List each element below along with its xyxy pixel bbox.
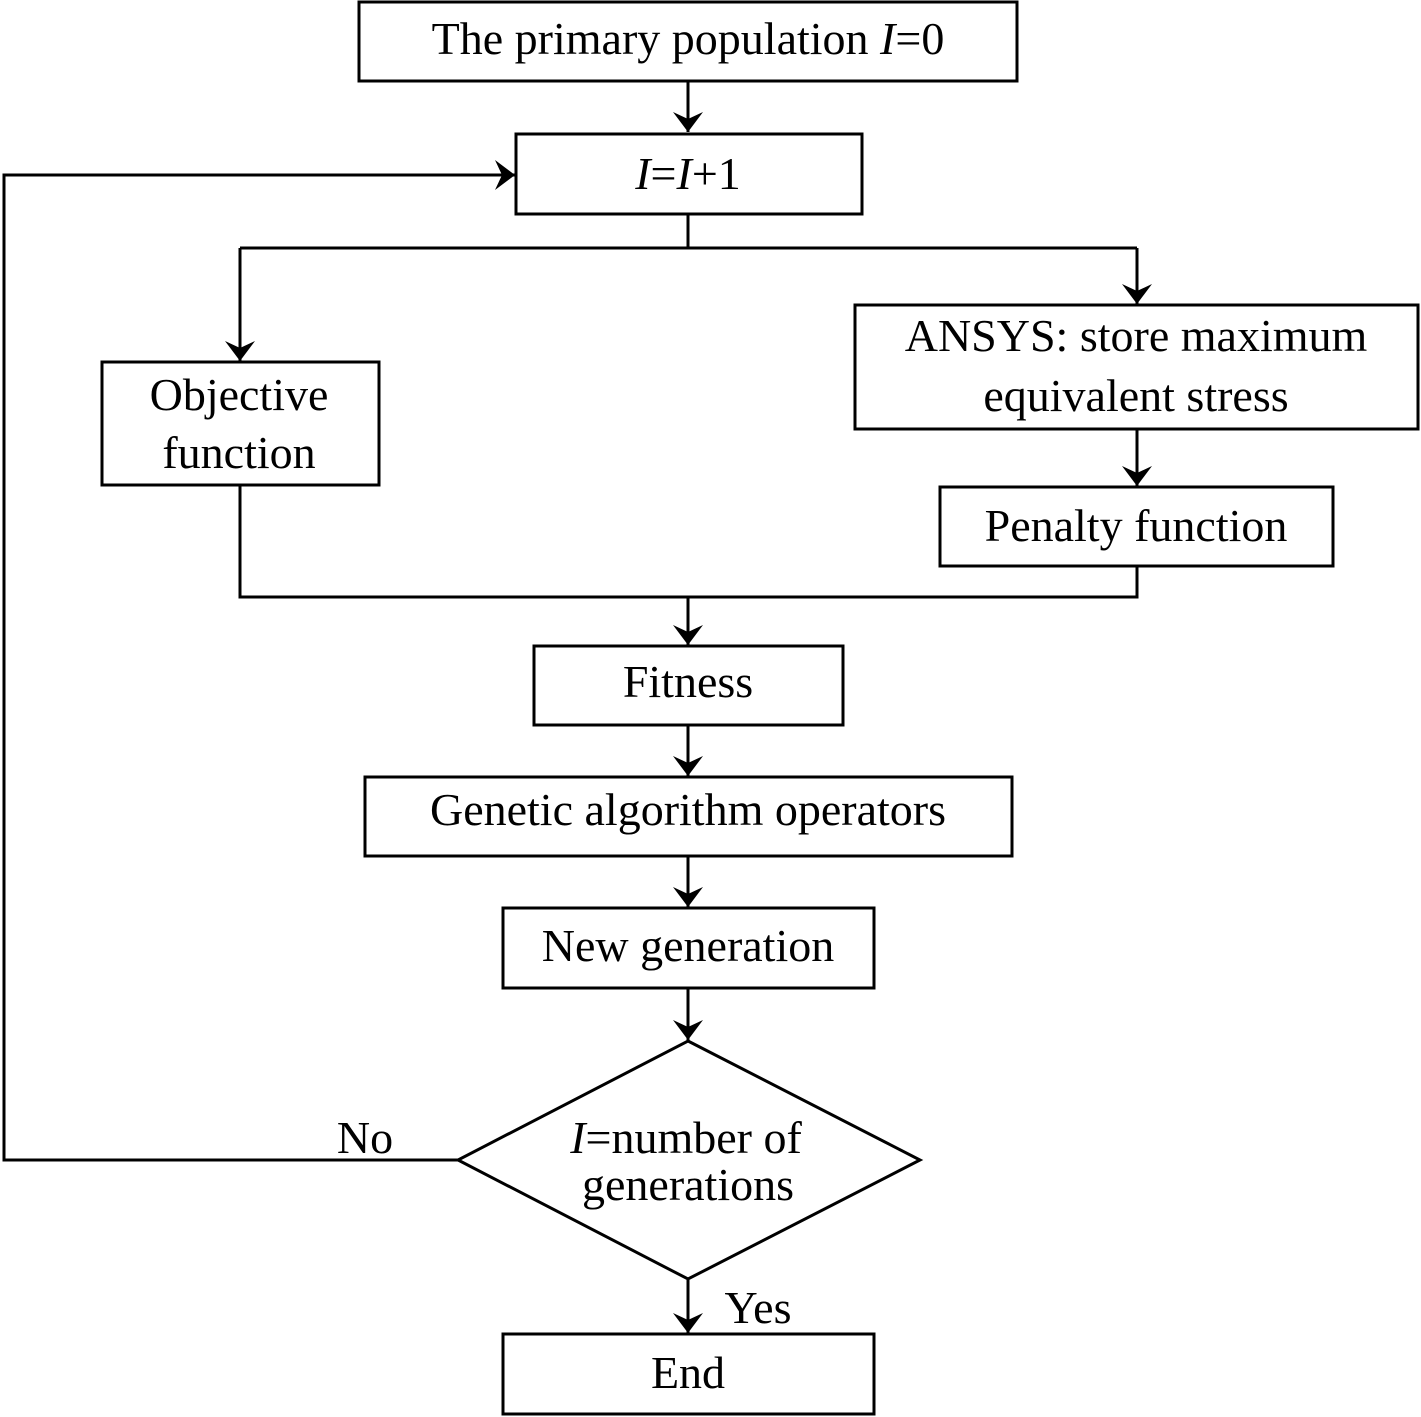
decision-line2: generations (582, 1159, 794, 1210)
merge-line-left (238, 486, 688, 599)
ga-operators-label: Genetic algorithm operators (430, 784, 946, 835)
primary-population-box (357, 0, 1019, 83)
penalty-function-label: Penalty function (985, 500, 1288, 551)
loop-back-line (2, 160, 515, 1162)
fitness-box (532, 644, 845, 727)
ansys-line2: equivalent stress (983, 370, 1288, 421)
new-generation-label: New generation (542, 920, 835, 971)
increment-box (514, 132, 864, 216)
ansys-box (853, 303, 1420, 431)
new-generation-box (501, 906, 876, 990)
decision-diamond (454, 1039, 924, 1281)
ansys-line1: ANSYS: store maximum (905, 310, 1368, 361)
fitness-label: Fitness (623, 656, 753, 707)
connectors (2, 82, 1152, 1333)
merge-line-right (688, 567, 1139, 599)
yes-label: Yes (725, 1282, 792, 1333)
end-label: End (651, 1347, 725, 1398)
objective-function-line2: function (162, 427, 315, 478)
end-box (501, 1332, 876, 1416)
objective-function-box (100, 360, 381, 487)
split-line (240, 215, 690, 250)
objective-function-line1: Objective (150, 369, 329, 420)
no-label: No (337, 1112, 393, 1163)
ga-operators-box (363, 775, 1014, 858)
primary-population-label: The primary population I=0 (432, 13, 945, 64)
penalty-function-box (938, 485, 1335, 568)
decision-line1: I=number of (569, 1112, 802, 1163)
increment-label: I=I+1 (634, 148, 741, 199)
